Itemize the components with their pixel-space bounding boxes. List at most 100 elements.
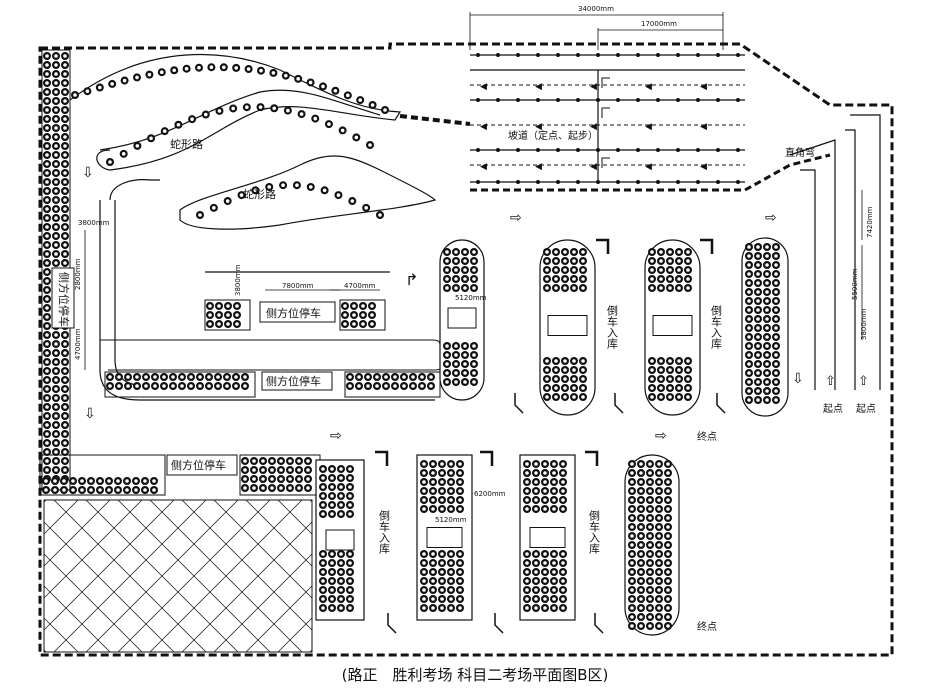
lane-arrow-icon: ◀: [700, 162, 707, 172]
tree-core: [677, 359, 681, 363]
tree-core: [630, 615, 634, 619]
tree-core: [440, 561, 444, 565]
tree-core: [648, 480, 652, 484]
tree-core: [440, 552, 444, 556]
tree-core: [774, 272, 778, 276]
tree-core: [267, 185, 272, 189]
tree-core: [525, 480, 529, 484]
tree-core: [765, 290, 769, 294]
tree-core: [330, 485, 334, 489]
tree-core: [561, 507, 565, 511]
tree-core: [321, 570, 325, 574]
tree-core: [297, 468, 301, 472]
tree-core: [756, 389, 760, 393]
tree-core: [440, 507, 444, 511]
tree-core: [235, 304, 239, 308]
tree-core: [45, 162, 49, 166]
lane-arrow-icon: ◀: [645, 122, 652, 132]
tree-core: [657, 498, 661, 502]
tree-core: [552, 471, 556, 475]
tree-core: [472, 259, 476, 263]
tree-core: [63, 144, 67, 148]
tree-core: [225, 199, 230, 203]
tree-core: [339, 561, 343, 565]
tree-core: [350, 199, 355, 203]
tree-core: [666, 570, 670, 574]
tree-core: [352, 313, 356, 317]
tree-core: [45, 81, 49, 85]
lane-dot: [636, 180, 640, 184]
tree-core: [54, 468, 58, 472]
tree-core: [552, 570, 556, 574]
tree-core: [270, 459, 274, 463]
tree-core: [297, 459, 301, 463]
tree-core: [765, 245, 769, 249]
tree-core: [330, 476, 334, 480]
dim-4700-left: 4700mm: [74, 328, 82, 360]
tree-core: [445, 371, 449, 375]
tree-core: [747, 326, 751, 330]
tree-core: [54, 162, 58, 166]
tree-core: [431, 462, 435, 466]
tree-core: [393, 384, 397, 388]
tree-core: [472, 371, 476, 375]
tree-core: [246, 67, 251, 71]
tree-core: [774, 281, 778, 285]
tree-core: [630, 561, 634, 565]
tree-core: [525, 561, 529, 565]
tree-core: [774, 317, 778, 321]
tree-core: [378, 213, 382, 217]
tree-core: [116, 488, 120, 492]
tree-core: [422, 588, 426, 592]
tree-core: [543, 561, 547, 565]
tree-core: [657, 597, 661, 601]
tree-core: [393, 375, 397, 379]
dim-5120a: 5120mm: [455, 294, 487, 302]
tree-core: [774, 263, 778, 267]
tree-core: [176, 122, 181, 127]
tree-core: [463, 250, 467, 254]
lane-dot: [656, 180, 660, 184]
tree-core: [63, 333, 67, 337]
tree-core: [45, 351, 49, 355]
tree-core: [45, 450, 49, 454]
arrow-right-4: ⇨: [655, 428, 667, 444]
tree-core: [543, 507, 547, 511]
tree-core: [545, 250, 549, 254]
lane-dot: [736, 98, 740, 102]
tree-core: [63, 450, 67, 454]
tree-core: [534, 471, 538, 475]
tree-core: [534, 579, 538, 583]
dim-3800-left: 3800mm: [78, 219, 110, 227]
tree-core: [226, 304, 230, 308]
tree-core: [63, 360, 67, 364]
tree-core: [348, 494, 352, 498]
lane-dot: [496, 148, 500, 152]
tree-core: [54, 396, 58, 400]
tree-core: [659, 259, 663, 263]
tree-core: [445, 259, 449, 263]
tree-core: [534, 561, 538, 565]
tree-core: [472, 286, 476, 290]
tree-core: [630, 588, 634, 592]
tree-core: [45, 108, 49, 112]
tree-core: [563, 277, 567, 281]
tree-core: [765, 335, 769, 339]
tree-core: [463, 259, 467, 263]
tree-core: [554, 286, 558, 290]
tree-core: [62, 488, 66, 492]
tree-core: [449, 489, 453, 493]
tree-core: [122, 78, 127, 83]
tree-core: [747, 308, 751, 312]
tree-core: [431, 471, 435, 475]
tree-core: [445, 353, 449, 357]
tree-core: [299, 112, 304, 116]
tree-core: [54, 171, 58, 175]
tree-core: [650, 250, 654, 254]
lane-dot: [696, 53, 700, 57]
end-label-1: 终点: [697, 430, 717, 443]
tree-core: [384, 384, 388, 388]
tree-core: [639, 597, 643, 601]
tree-core: [422, 489, 426, 493]
tree-core: [666, 561, 670, 565]
